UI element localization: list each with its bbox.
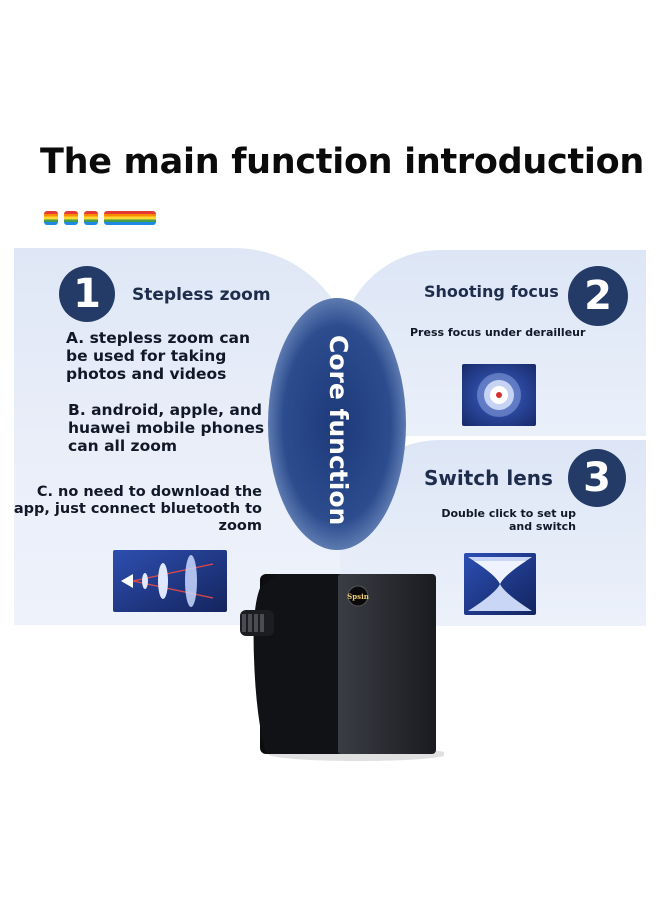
feature3-description: Double click to set up and switch (441, 507, 576, 533)
focus-target-icon (462, 364, 536, 426)
feature1-point-c: C. no need to download the app, just con… (13, 484, 262, 534)
feature1-point-a: A. stepless zoom can be used for taking … (66, 329, 251, 383)
feature2-description: Press focus under derailleur (410, 326, 586, 339)
feature1-number-badge: 1 (59, 266, 115, 322)
page-title: The main function introduction (40, 142, 644, 182)
feature1-title: Stepless zoom (132, 285, 271, 305)
lens-optics-icon (113, 550, 227, 612)
feature2-title: Shooting focus (424, 282, 559, 301)
device-logo: Spsin (347, 592, 369, 601)
feature2-number-badge: 2 (568, 266, 628, 326)
core-function-label: Core function (324, 334, 353, 526)
camera-grip-device: Spsin (238, 568, 448, 764)
feature1-point-b: B. android, apple, and huawei mobile pho… (68, 401, 265, 455)
switch-lens-icon (464, 553, 536, 615)
feature3-number-badge: 3 (568, 449, 626, 507)
feature3-title: Switch lens (424, 466, 553, 490)
core-function-oval (268, 298, 406, 550)
